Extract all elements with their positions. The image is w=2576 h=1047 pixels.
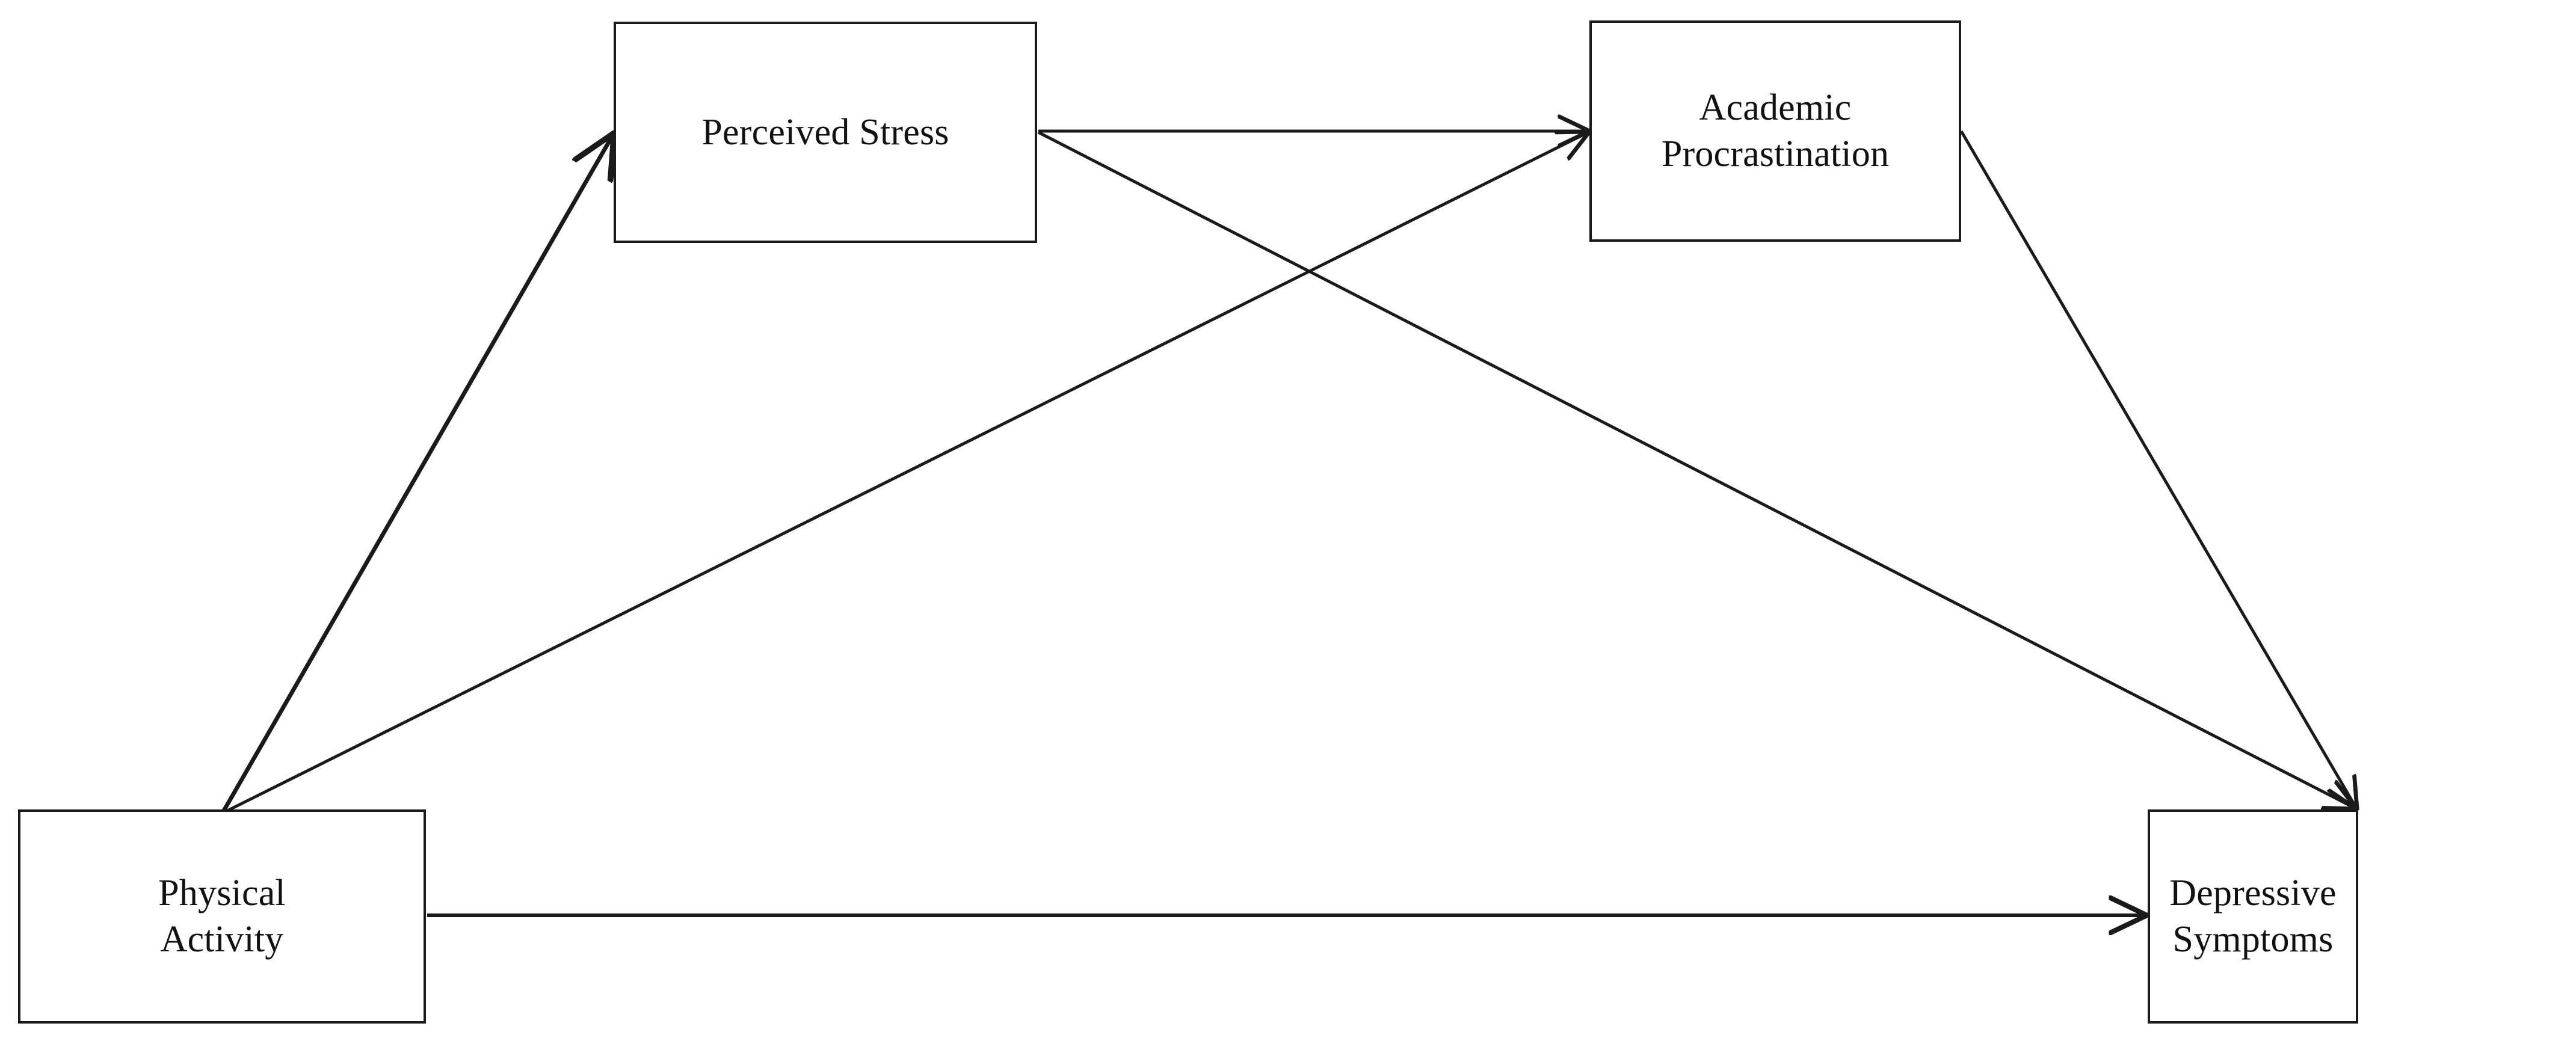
node-label-academic-procrastination: Academic Procrastination [1661, 87, 1890, 174]
node-depressive-symptoms[interactable]: Depressive Symptoms [2148, 809, 2358, 1024]
edge-ps-to-ds [1037, 130, 2355, 808]
edge-pa-to-ap [224, 132, 1588, 814]
edge-ap-to-ds [1959, 130, 2356, 808]
edge-pa-to-ps [221, 135, 613, 812]
node-academic-procrastination[interactable]: Academic Procrastination [1589, 20, 1961, 242]
node-label-physical-activity: Physical Activity [158, 873, 286, 960]
node-physical-activity[interactable]: Physical Activity [18, 809, 426, 1024]
node-label-perceived-stress: Perceived Stress [701, 111, 949, 153]
node-perceived-stress[interactable]: Perceived Stress [614, 22, 1037, 243]
node-label-depressive-symptoms: Depressive Symptoms [2169, 873, 2337, 960]
